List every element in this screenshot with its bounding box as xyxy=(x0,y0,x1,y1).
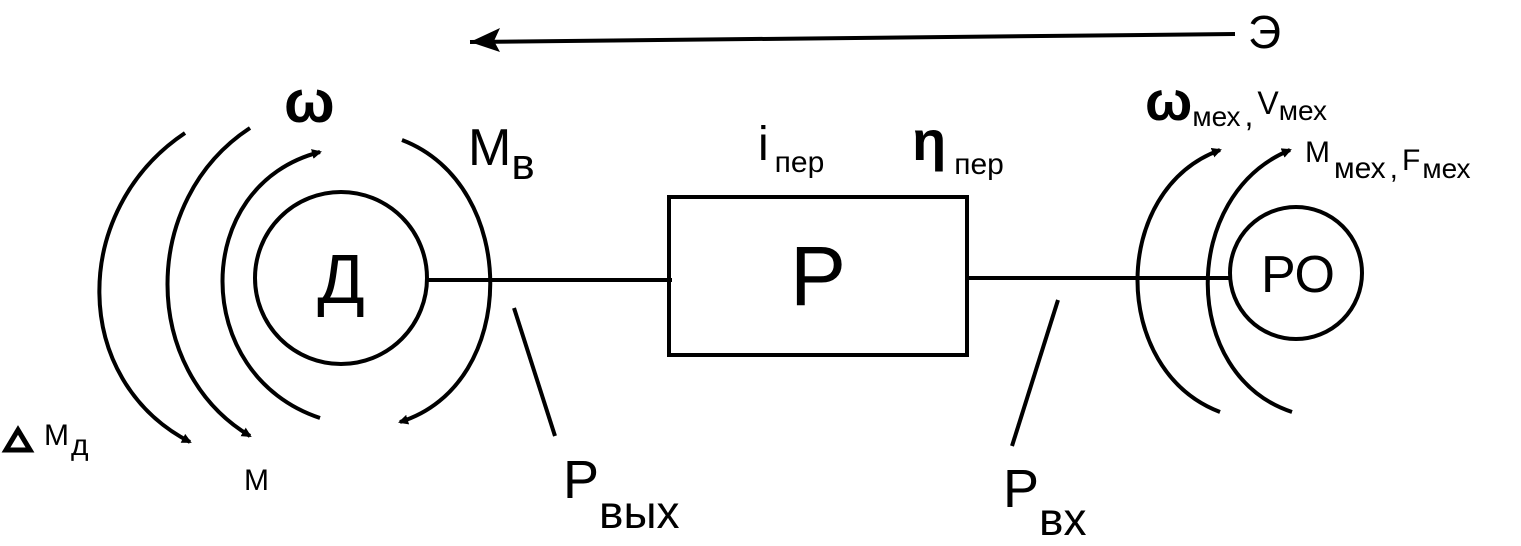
motor-torque-arc xyxy=(165,126,252,438)
power-in-label: Рвх xyxy=(1003,459,1086,545)
motor-torque-label: М xyxy=(244,464,269,497)
fan-torque-arc xyxy=(398,138,493,425)
mech-speed-label: ωмех,Vмех xyxy=(1145,69,1327,133)
dynamic-torque-arc xyxy=(97,131,192,444)
fan-torque-label: Мв xyxy=(468,119,535,189)
reducer-label: Р xyxy=(790,229,846,323)
arrowhead-left-icon xyxy=(470,28,500,52)
energy-flow-arrow xyxy=(469,28,1236,52)
power-in-pointer xyxy=(1010,299,1060,447)
power-out-pointer xyxy=(512,307,557,437)
triangle-icon xyxy=(1,425,35,453)
mech-torque-arc xyxy=(1205,148,1293,414)
dynamic-torque-label: Мд xyxy=(44,419,89,462)
speed-arc xyxy=(220,149,322,420)
motor-label: Д xyxy=(317,240,364,318)
motor-circle xyxy=(253,190,429,366)
mech-speed-arc xyxy=(1135,148,1222,414)
working-body-circle xyxy=(1228,205,1364,341)
energy-label: Э xyxy=(1248,6,1281,58)
working-body-label: РО xyxy=(1261,246,1335,304)
power-out-label: Рвых xyxy=(563,450,680,538)
motor-speed-label: ω xyxy=(284,68,335,135)
